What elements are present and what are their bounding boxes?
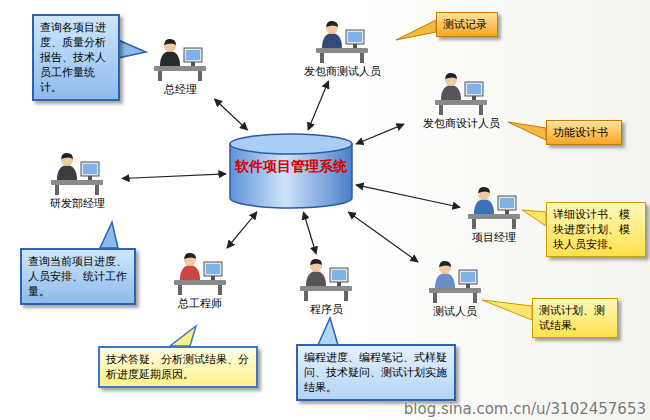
callout-text: 详细设计书、模块进度计划、模块人员安排。 [553,207,639,252]
callout-box: 测试记录 [436,12,498,37]
callout-text: 功能设计书 [553,125,615,140]
callout-text: 查询当前项目进度、人员安排、统计工作量。 [28,254,128,299]
callout-box: 查询各项目进度、质量分析报告、技术人员工作量统计。 [32,14,120,101]
system-label: 软件项目管理系统 [228,132,354,176]
callout-text: 编程进度、编程笔记、式样疑问、技术疑问、测试计划实施结果。 [304,350,448,395]
callout-tail [170,326,196,346]
person-node: 研发部经理 [34,150,120,211]
callout-text: 技术答疑、分析测试结果、分析进度延期原因。 [106,352,250,382]
person-icon [431,70,491,116]
callout-tail [396,20,436,40]
connector-arrow [356,124,404,144]
connector-arrow [227,212,257,248]
connector-arrow [303,212,316,254]
person-icon [312,18,372,64]
role-label: 测试人员 [420,304,490,319]
person-icon [296,256,356,302]
callout-box: 功能设计书 [546,120,622,145]
callout-box: 详细设计书、模块进度计划、模块人员安排。 [546,202,646,257]
person-icon [47,150,107,196]
callout-tail [318,318,338,345]
connector-arrow [122,174,226,179]
connector-arrow [308,81,328,130]
person-node: 总经理 [140,36,220,97]
role-label: 项目经理 [462,230,526,245]
person-icon [150,36,210,82]
database-cylinder: 软件项目管理系统 [228,132,354,210]
watermark: blog.sina.com.cn/u/3102457653 [404,400,646,418]
role-label: 总经理 [140,82,220,97]
callout-tail [100,222,118,248]
callout-tail [482,300,532,320]
role-label: 程序员 [294,302,358,317]
callout-tail [508,122,546,140]
person-node: 发包商设计人员 [406,70,516,131]
callout-text: 测试计划、测试结果。 [539,303,611,333]
role-label: 发包商测试人员 [292,64,392,79]
callout-box: 测试计划、测试结果。 [532,298,618,338]
callout-box: 查询当前项目进度、人员安排、统计工作量。 [20,248,136,305]
callout-text: 测试记录 [443,17,491,32]
callout-tail [118,40,146,58]
person-icon [464,184,524,230]
person-node: 测试人员 [420,258,490,319]
person-node: 项目经理 [462,184,526,245]
callout-box: 技术答疑、分析测试结果、分析进度延期原因。 [98,346,258,388]
connector-arrow [348,212,418,262]
callout-tail [522,210,546,226]
person-node: 程序员 [294,256,358,317]
person-icon [170,250,230,296]
connector-arrow [215,99,248,130]
callout-box: 编程进度、编程笔记、式样疑问、技术疑问、测试计划实施结果。 [296,344,456,401]
role-label: 发包商设计人员 [406,116,516,131]
role-label: 研发部经理 [34,196,120,211]
role-label: 总工程师 [160,296,240,311]
callout-text: 查询各项目进度、质量分析报告、技术人员工作量统计。 [40,20,112,95]
person-node: 发包商测试人员 [292,18,392,79]
connector-arrow [356,185,460,207]
person-node: 总工程师 [160,250,240,311]
person-icon [425,258,485,304]
